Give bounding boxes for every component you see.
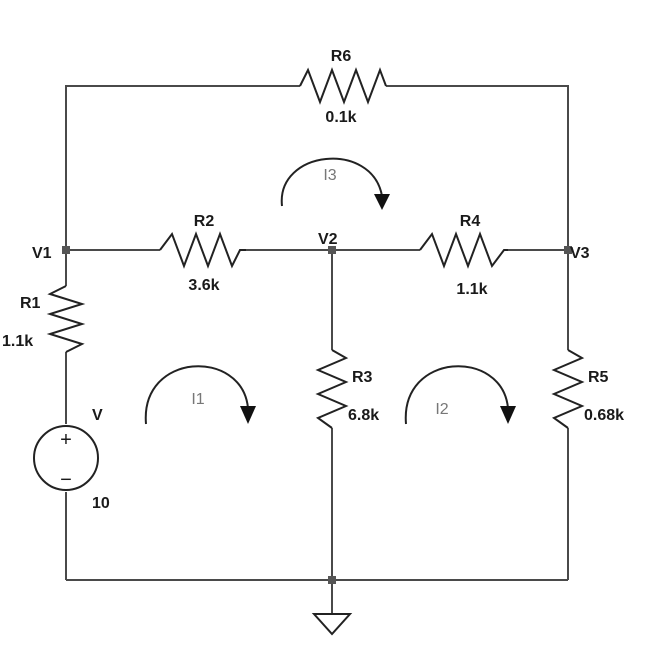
node-v3-dot	[564, 246, 572, 254]
resistor-r4	[419, 231, 508, 269]
label-r2-value: 3.6k	[188, 277, 219, 294]
label-loop-i1: I1	[191, 391, 204, 408]
node-v1-dot	[62, 246, 70, 254]
label-node-v1: V1	[32, 245, 52, 262]
label-node-v3: V3	[570, 245, 590, 262]
label-r1-value: 1.1k	[2, 333, 33, 350]
source-plus-sign: +	[60, 429, 72, 451]
resistor-r5	[551, 349, 585, 429]
loop-arrow-i2	[404, 365, 509, 425]
resistor-r2	[159, 231, 246, 269]
arrowhead-i1-icon	[240, 406, 256, 424]
label-loop-i3: I3	[323, 167, 336, 184]
label-source-name: V	[92, 407, 103, 424]
ground-icon	[311, 613, 353, 636]
resistor-r3	[315, 349, 349, 429]
source-minus-sign: −	[60, 469, 72, 491]
resistor-r1	[46, 285, 86, 353]
label-r4-name: R4	[460, 213, 481, 230]
label-r5-value: 0.68k	[584, 407, 624, 424]
label-r3-name: R3	[352, 369, 373, 386]
node-v2-dot	[328, 246, 336, 254]
label-r4-value: 1.1k	[456, 281, 487, 298]
label-source-value: 10	[92, 495, 110, 512]
label-r6-value: 0.1k	[325, 109, 356, 126]
arrowhead-i3-icon	[374, 194, 390, 210]
arrowhead-i2-icon	[500, 406, 516, 424]
voltage-source	[33, 425, 99, 491]
resistor-r6	[299, 67, 387, 105]
loop-arrow-i1	[144, 365, 249, 425]
label-r6-name: R6	[331, 48, 352, 65]
label-r3-value: 6.8k	[348, 407, 379, 424]
loop-arrow-i3	[280, 157, 383, 207]
label-r5-name: R5	[588, 369, 609, 386]
label-loop-i2: I2	[435, 401, 448, 418]
label-r2-name: R2	[194, 213, 215, 230]
label-node-v2: V2	[318, 231, 338, 248]
wire-top	[65, 85, 569, 250]
label-r1-name: R1	[20, 295, 41, 312]
node-ground-dot	[328, 576, 336, 584]
